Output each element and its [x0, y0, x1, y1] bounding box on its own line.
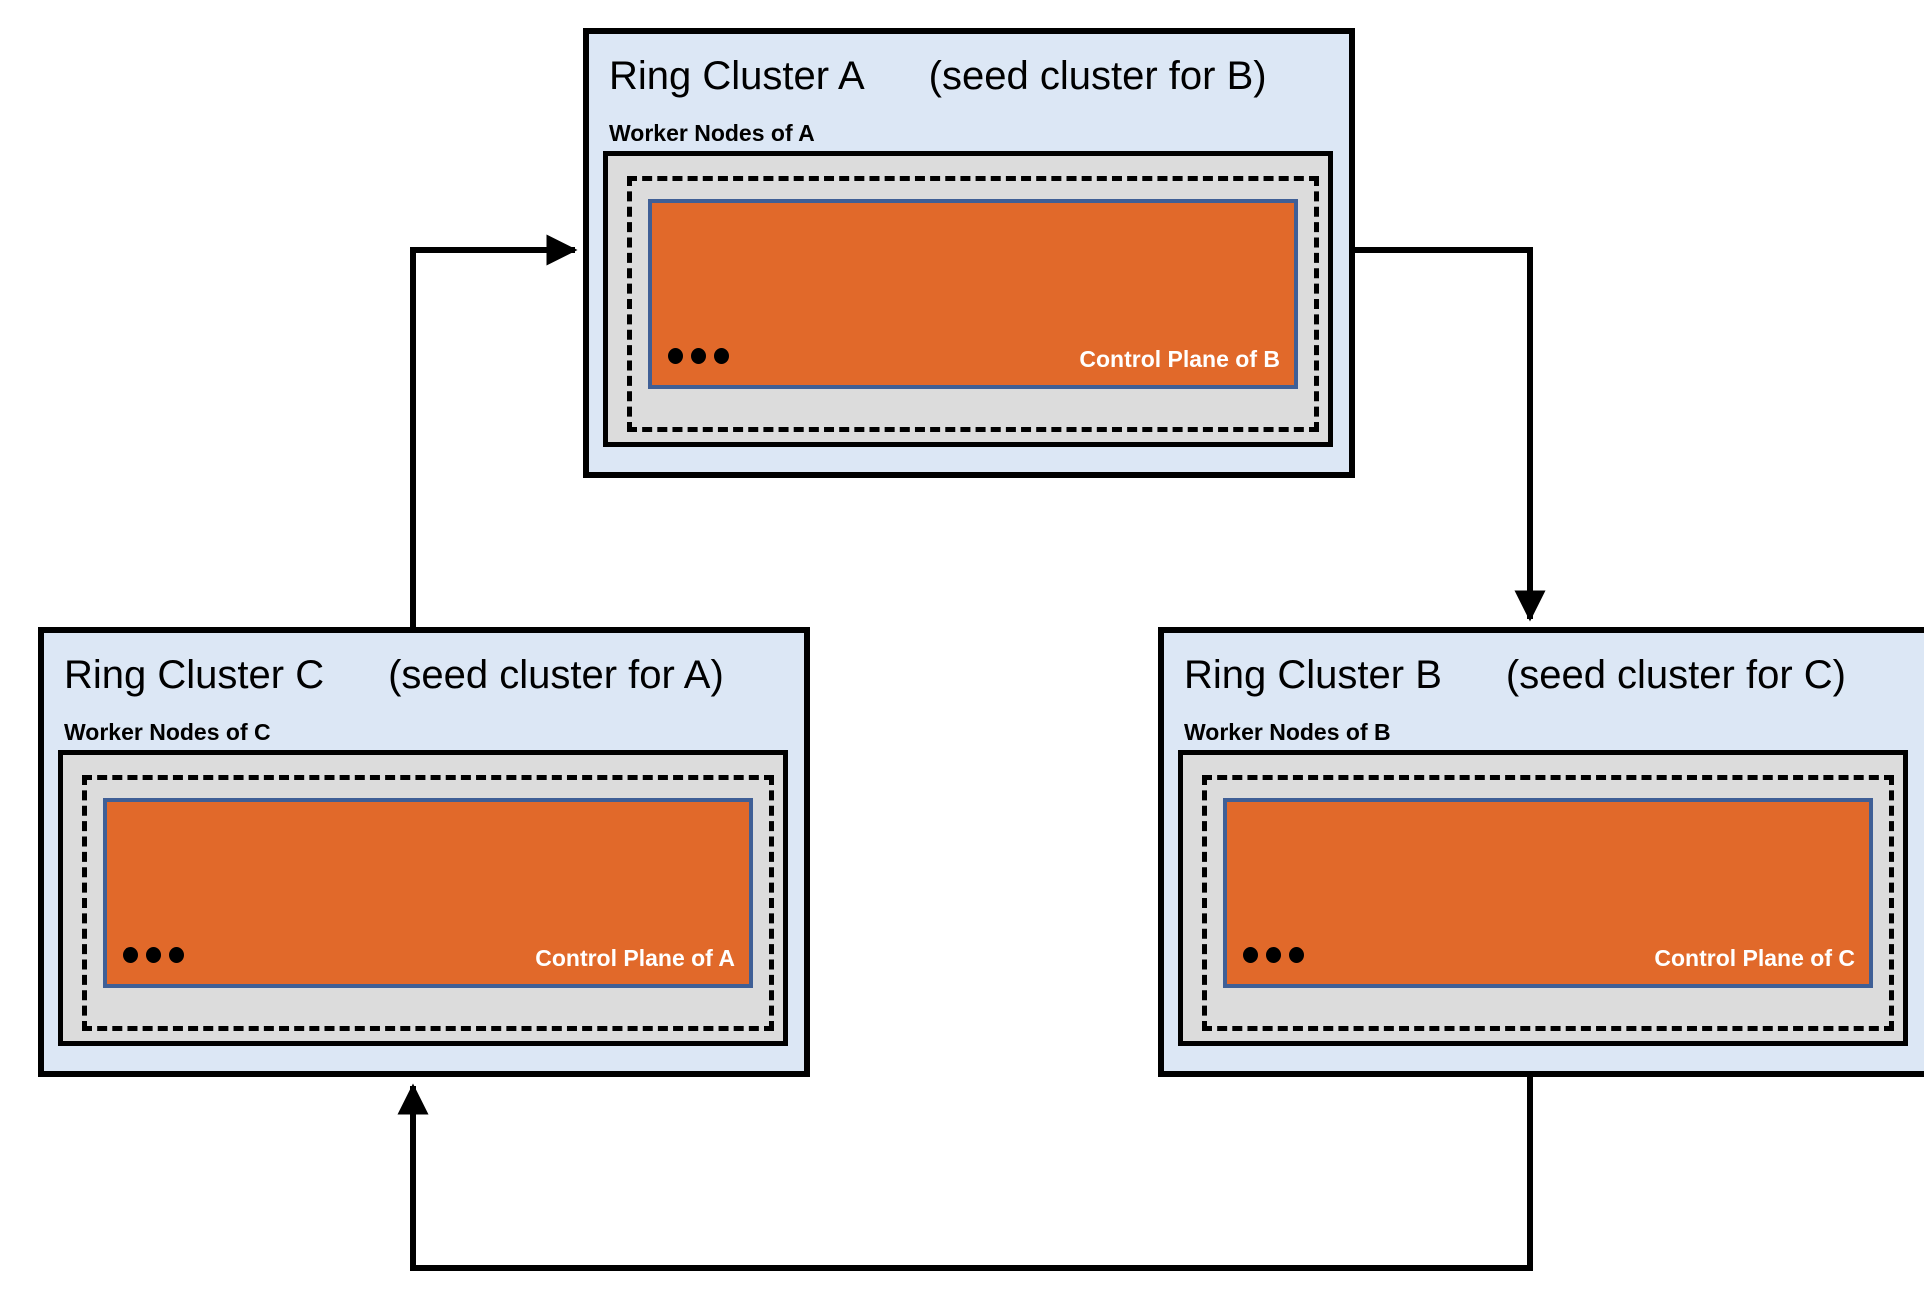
cluster-c-title: Ring Cluster C (seed cluster for A) [64, 655, 724, 695]
cluster-c-control-plane-label: Control Plane of A [535, 945, 735, 971]
cluster-c-control-plane[interactable]: Control Plane of A [103, 798, 753, 988]
cluster-a-dashed-box [627, 176, 1319, 432]
cluster-c-worker-box: Control Plane of A [58, 750, 788, 1046]
cluster-b-dashed-box [1202, 775, 1894, 1031]
cluster-a-worker-label: Worker Nodes of A [609, 120, 815, 146]
cluster-a-title-role: (seed cluster for B) [928, 54, 1267, 98]
cluster-b-worker-box: Control Plane of C [1178, 750, 1908, 1046]
cluster-c-title-role: (seed cluster for A) [388, 653, 724, 697]
cluster-a[interactable]: Ring Cluster A (seed cluster for B) Worke… [583, 28, 1355, 478]
arrow-a-to-b [1355, 247, 1546, 622]
cluster-b-title: Ring Cluster B (seed cluster for C) [1184, 655, 1846, 695]
cluster-b[interactable]: Ring Cluster B (seed cluster for C) Worke… [1158, 627, 1924, 1077]
cluster-a-control-plane-label: Control Plane of B [1079, 346, 1280, 372]
cluster-a-title-name: Ring Cluster A [609, 54, 865, 98]
arrow-c-to-a [410, 234, 578, 660]
cluster-c-title-name: Ring Cluster C [64, 653, 325, 697]
cluster-b-title-name: Ring Cluster B [1184, 653, 1442, 697]
cluster-a-title: Ring Cluster A (seed cluster for B) [609, 56, 1267, 96]
cluster-a-control-plane[interactable]: Control Plane of B [648, 199, 1298, 389]
cluster-b-title-role: (seed cluster for C) [1505, 653, 1846, 697]
cluster-a-ellipsis-icon [668, 348, 729, 364]
cluster-b-control-plane[interactable]: Control Plane of C [1223, 798, 1873, 988]
cluster-b-control-plane-label: Control Plane of C [1654, 945, 1855, 971]
cluster-c-dashed-box [82, 775, 774, 1031]
cluster-b-worker-label: Worker Nodes of B [1184, 719, 1391, 745]
cluster-c-worker-label: Worker Nodes of C [64, 719, 271, 745]
cluster-a-worker-box: Control Plane of B [603, 151, 1333, 447]
cluster-b-ellipsis-icon [1243, 947, 1304, 963]
cluster-c[interactable]: Ring Cluster C (seed cluster for A) Worke… [38, 627, 810, 1077]
cluster-c-ellipsis-icon [123, 947, 184, 963]
